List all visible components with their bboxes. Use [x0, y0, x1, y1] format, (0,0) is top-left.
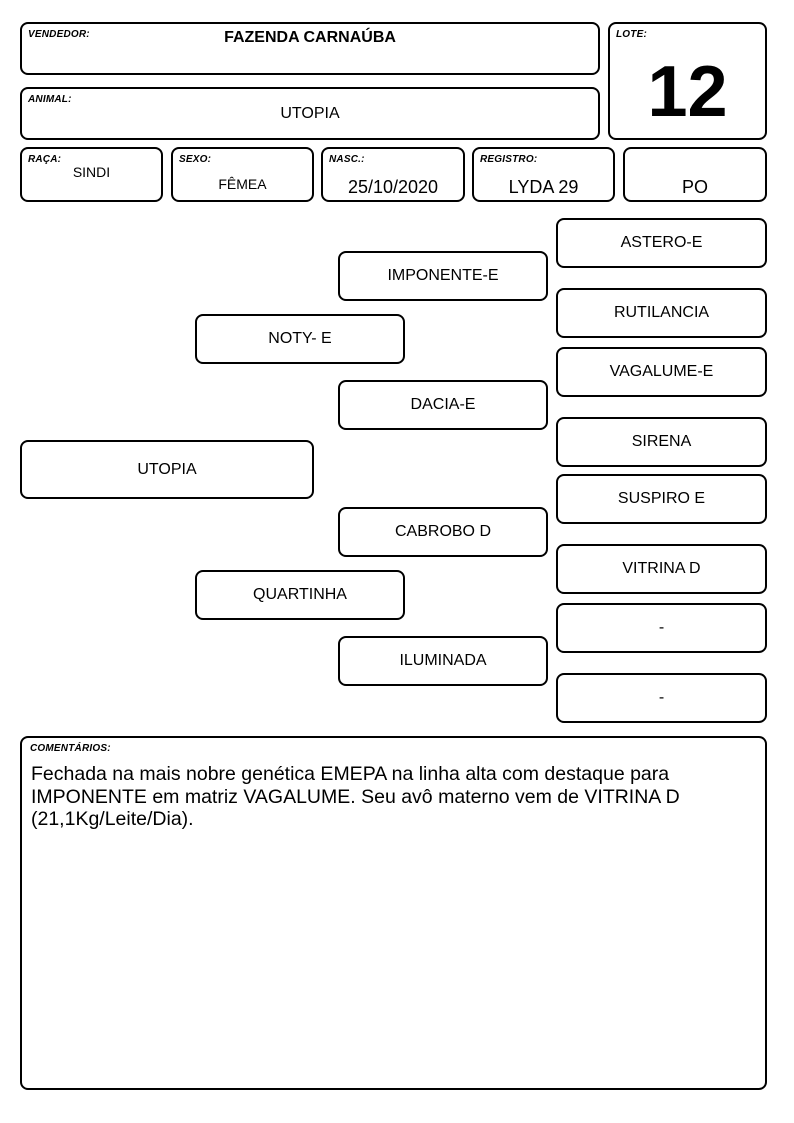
raca-value: SINDI [72, 164, 111, 180]
nasc-box: NASC.: 25/10/2020 [321, 147, 465, 202]
sexo-box: SEXO: FÊMEA [171, 147, 314, 202]
pedigree-ggp-6: VITRINA D [556, 544, 767, 594]
registro-box: REGISTRO: LYDA 29 [472, 147, 615, 202]
pedigree-dam-sire: CABROBO D [338, 507, 548, 557]
comments-box: COMENTÁRIOS: Fechada na mais nobre genét… [20, 736, 767, 1090]
vendedor-box: VENDEDOR: FAZENDA CARNAÚBA [20, 22, 600, 75]
raca-box: RAÇA: SINDI [20, 147, 163, 202]
nasc-label: NASC.: [329, 154, 365, 165]
nasc-value: 25/10/2020 [347, 177, 439, 197]
comments-label: COMENTÁRIOS: [30, 743, 111, 754]
pedigree-animal: UTOPIA [20, 440, 314, 499]
pedigree-ggp-4: SIRENA [556, 417, 767, 467]
vendedor-value: FAZENDA CARNAÚBA [224, 29, 396, 46]
category-value: PO [681, 177, 708, 197]
registro-value: LYDA 29 [508, 177, 579, 197]
comments-text: Fechada na mais nobre genética EMEPA na … [31, 763, 680, 830]
pedigree-ggp-7: - [556, 603, 767, 653]
pedigree-ggp-1: ASTERO-E [556, 218, 767, 268]
animal-value: UTOPIA [280, 105, 340, 122]
pedigree-ggp-8: - [556, 673, 767, 723]
sexo-value: FÊMEA [218, 176, 267, 192]
lote-value: 12 [647, 52, 728, 132]
lote-box: LOTE: 12 [608, 22, 767, 140]
pedigree-ggp-2: RUTILANCIA [556, 288, 767, 338]
raca-label: RAÇA: [28, 154, 62, 165]
pedigree-sire-dam: DACIA-E [338, 380, 548, 430]
animal-box: ANIMAL: UTOPIA [20, 87, 600, 140]
animal-label: ANIMAL: [28, 94, 72, 105]
pedigree-sire-sire: IMPONENTE-E [338, 251, 548, 301]
pedigree-dam-dam: ILUMINADA [338, 636, 548, 686]
category-box: PO [623, 147, 767, 202]
pedigree-ggp-3: VAGALUME-E [556, 347, 767, 397]
vendedor-label: VENDEDOR: [28, 29, 90, 40]
sexo-label: SEXO: [179, 154, 212, 165]
pedigree-dam: QUARTINHA [195, 570, 405, 620]
pedigree-ggp-5: SUSPIRO E [556, 474, 767, 524]
registro-label: REGISTRO: [480, 154, 538, 165]
lote-label: LOTE: [616, 29, 647, 40]
pedigree-sire: NOTY- E [195, 314, 405, 364]
